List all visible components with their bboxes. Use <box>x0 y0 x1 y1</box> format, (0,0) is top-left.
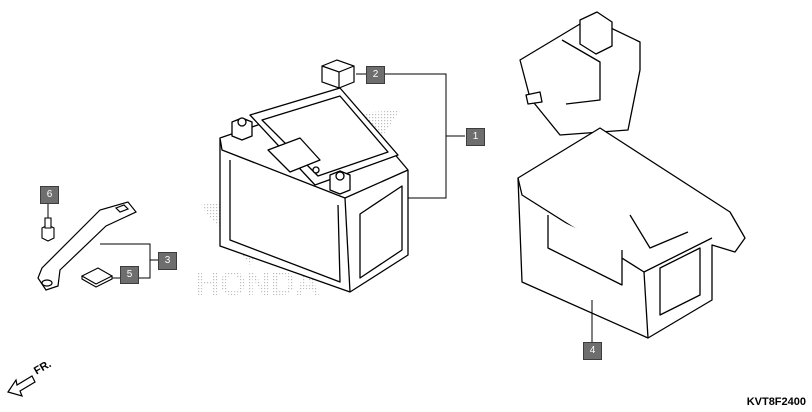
terminal-cap <box>321 59 355 89</box>
callout-4: 4 <box>583 342 602 360</box>
callout-1: 1 <box>466 128 485 146</box>
bolt <box>41 217 55 242</box>
diagram-code: KVT8F2400 <box>746 396 806 408</box>
battery <box>219 87 409 293</box>
leader-lines <box>356 73 465 199</box>
front-arrow-icon <box>7 375 36 397</box>
callout-3: 3 <box>158 252 177 270</box>
callout-2: 2 <box>366 66 385 84</box>
battery-box <box>517 11 746 339</box>
callout-6: 6 <box>40 186 59 204</box>
battery-stay-bracket <box>37 201 137 291</box>
rubber-pad <box>80 267 114 288</box>
callout-5: 5 <box>120 266 139 284</box>
